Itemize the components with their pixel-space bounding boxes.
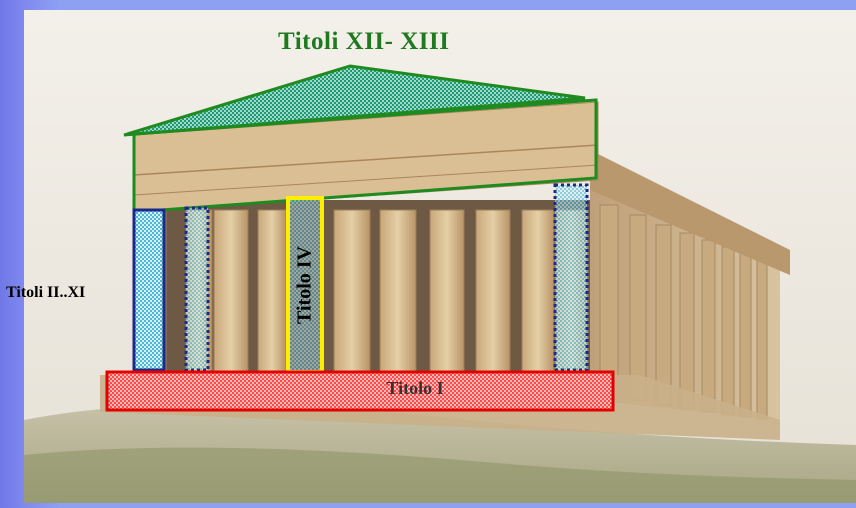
base-overlay	[105, 370, 615, 412]
base-label: Titolo I	[386, 378, 444, 398]
pediment-label: Titoli XII- XIII	[278, 28, 450, 55]
central-column-label-box: Titolo IV	[290, 200, 320, 370]
column-overlay-left	[132, 208, 166, 372]
columns-label: Titoli II..XI	[6, 284, 86, 301]
column-overlay-right	[553, 183, 589, 372]
central-column-label: Titolo IV	[293, 246, 316, 324]
entablature-outline	[132, 98, 598, 214]
column-overlay-second	[184, 206, 210, 372]
